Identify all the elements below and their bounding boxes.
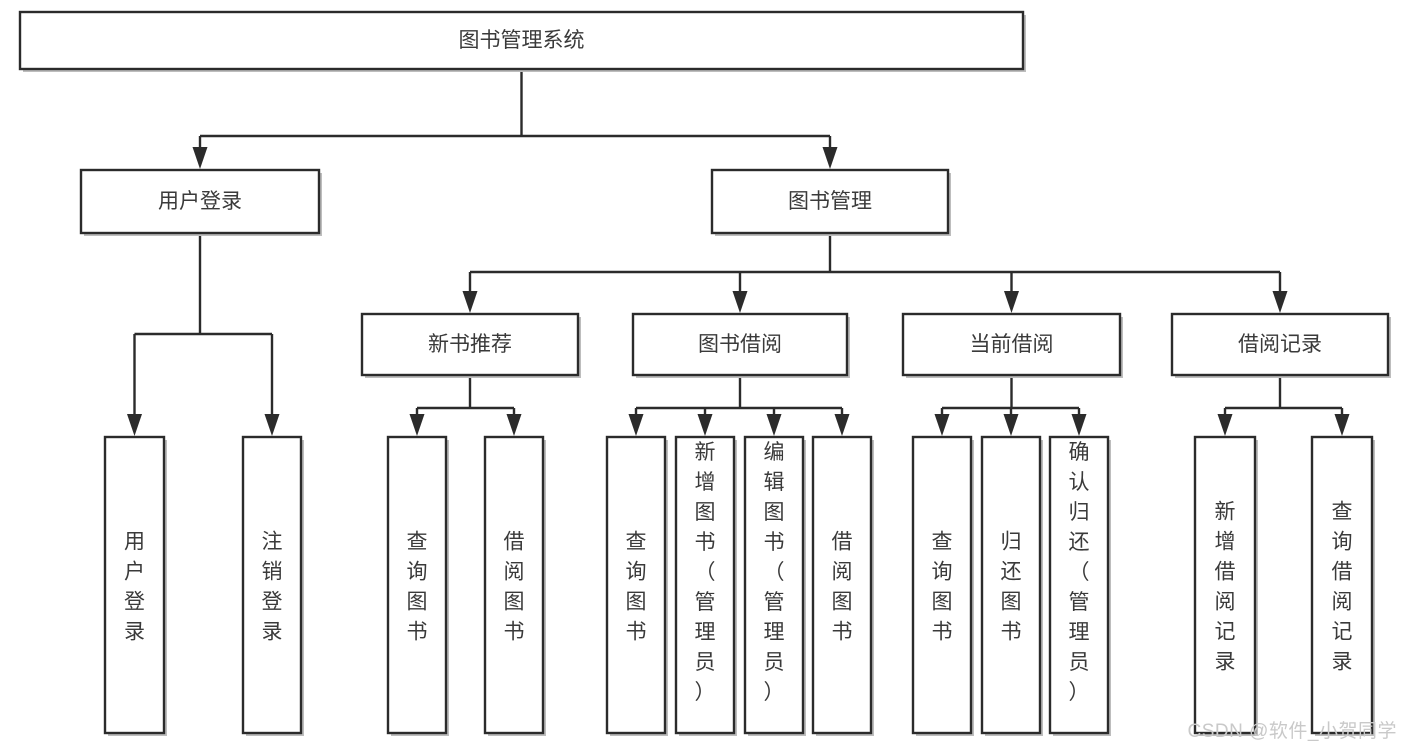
node-label: 注销登录 bbox=[262, 530, 283, 643]
node-label: 当前借阅 bbox=[970, 333, 1054, 356]
node-label: 借阅图书 bbox=[504, 530, 525, 643]
node-label: 借阅记录 bbox=[1238, 333, 1322, 356]
node-leaf-query-record[interactable]: 查询借阅记录 bbox=[1310, 435, 1375, 736]
node-box[interactable] bbox=[1193, 435, 1257, 735]
node-label: 新增借阅记录 bbox=[1215, 500, 1236, 673]
arrow-head-icon bbox=[766, 414, 782, 436]
arrow-head-icon bbox=[506, 414, 522, 436]
node-box[interactable] bbox=[674, 435, 736, 735]
node-box[interactable] bbox=[911, 435, 973, 735]
node-box[interactable] bbox=[103, 435, 166, 735]
node-leaf-edit-book[interactable]: 编辑图书（管理员） bbox=[743, 435, 806, 736]
connector-group bbox=[1217, 375, 1350, 436]
node-box[interactable] bbox=[743, 435, 805, 735]
arrow-head-icon bbox=[732, 291, 748, 313]
arrow-head-icon bbox=[127, 414, 142, 436]
node-box[interactable] bbox=[79, 168, 321, 235]
connector-group bbox=[934, 375, 1087, 436]
node-borrow-record[interactable]: 借阅记录 bbox=[1170, 312, 1391, 378]
arrow-head-icon bbox=[1071, 414, 1087, 436]
arrow-head-icon bbox=[628, 414, 644, 436]
node-label: 用户登录 bbox=[158, 190, 242, 213]
node-current-borrow[interactable]: 当前借阅 bbox=[901, 312, 1123, 378]
node-user-login[interactable]: 用户登录 bbox=[79, 168, 322, 236]
node-label: 新书推荐 bbox=[428, 333, 512, 356]
node-label: 查询借阅记录 bbox=[1332, 500, 1353, 673]
node-leaf-return-book[interactable]: 归还图书 bbox=[980, 435, 1043, 736]
node-leaf-borrow-book-2[interactable]: 借阅图书 bbox=[811, 435, 874, 736]
arrow-head-icon bbox=[409, 414, 425, 436]
node-box[interactable] bbox=[360, 312, 580, 377]
node-label: 借阅图书 bbox=[832, 530, 853, 643]
node-leaf-user-login[interactable]: 用户登录 bbox=[103, 435, 167, 736]
arrow-head-icon bbox=[264, 414, 280, 436]
node-label: 确认归还（管理员） bbox=[1069, 441, 1090, 704]
arrow-head-icon bbox=[1003, 414, 1019, 436]
node-label: 查询图书 bbox=[932, 530, 953, 643]
connector-group bbox=[409, 375, 522, 436]
node-box[interactable] bbox=[811, 435, 873, 735]
node-box[interactable] bbox=[241, 435, 303, 735]
node-box[interactable] bbox=[605, 435, 667, 735]
connector-group bbox=[192, 69, 838, 169]
nodes-layer: 图书管理系统用户登录图书管理新书推荐图书借阅当前借阅借阅记录用户登录注销登录查询… bbox=[18, 10, 1391, 736]
arrow-head-icon bbox=[1334, 414, 1350, 436]
node-leaf-logout[interactable]: 注销登录 bbox=[241, 435, 304, 736]
node-box[interactable] bbox=[1310, 435, 1374, 735]
node-book-borrow[interactable]: 图书借阅 bbox=[631, 312, 850, 378]
node-box[interactable] bbox=[18, 10, 1025, 71]
node-leaf-borrow-book-1[interactable]: 借阅图书 bbox=[483, 435, 546, 736]
node-leaf-add-record[interactable]: 新增借阅记录 bbox=[1193, 435, 1258, 736]
node-box[interactable] bbox=[980, 435, 1042, 735]
node-label: 图书借阅 bbox=[698, 333, 782, 356]
node-box[interactable] bbox=[1048, 435, 1110, 735]
node-root[interactable]: 图书管理系统 bbox=[18, 10, 1026, 72]
node-box[interactable] bbox=[631, 312, 849, 377]
node-label: 查询图书 bbox=[407, 530, 428, 643]
node-box[interactable] bbox=[1170, 312, 1390, 377]
arrow-head-icon bbox=[192, 147, 208, 169]
node-label: 编辑图书（管理员） bbox=[764, 441, 785, 704]
node-label: 用户登录 bbox=[124, 530, 145, 643]
node-label: 归还图书 bbox=[1001, 530, 1022, 643]
node-leaf-confirm-return[interactable]: 确认归还（管理员） bbox=[1048, 435, 1111, 736]
connector-group bbox=[628, 375, 850, 436]
arrow-head-icon bbox=[934, 414, 950, 436]
node-box[interactable] bbox=[483, 435, 545, 735]
node-box[interactable] bbox=[710, 168, 950, 235]
node-leaf-add-book[interactable]: 新增图书（管理员） bbox=[674, 435, 737, 736]
arrow-head-icon bbox=[1217, 414, 1233, 436]
node-box[interactable] bbox=[901, 312, 1122, 377]
node-box[interactable] bbox=[386, 435, 448, 735]
watermark-text: CSDN @软件_小贺同学 bbox=[1187, 721, 1397, 742]
node-label: 新增图书（管理员） bbox=[695, 441, 716, 704]
connectors-layer bbox=[127, 69, 1350, 436]
node-label: 图书管理 bbox=[788, 190, 872, 213]
arrow-head-icon bbox=[1272, 291, 1288, 313]
node-label: 图书管理系统 bbox=[459, 29, 585, 52]
arrow-head-icon bbox=[1004, 291, 1019, 313]
connector-group bbox=[462, 233, 1288, 313]
node-book-manage[interactable]: 图书管理 bbox=[710, 168, 951, 236]
arrow-head-icon bbox=[834, 414, 850, 436]
node-leaf-query-book-1[interactable]: 查询图书 bbox=[386, 435, 449, 736]
node-label: 查询图书 bbox=[626, 530, 647, 643]
node-new-book-rec[interactable]: 新书推荐 bbox=[360, 312, 581, 378]
connector-group bbox=[127, 233, 280, 436]
node-leaf-query-book-2[interactable]: 查询图书 bbox=[605, 435, 668, 736]
arrow-head-icon bbox=[822, 147, 838, 169]
arrow-head-icon bbox=[462, 291, 478, 313]
node-leaf-query-book-3[interactable]: 查询图书 bbox=[911, 435, 974, 736]
arrow-head-icon bbox=[697, 414, 713, 436]
